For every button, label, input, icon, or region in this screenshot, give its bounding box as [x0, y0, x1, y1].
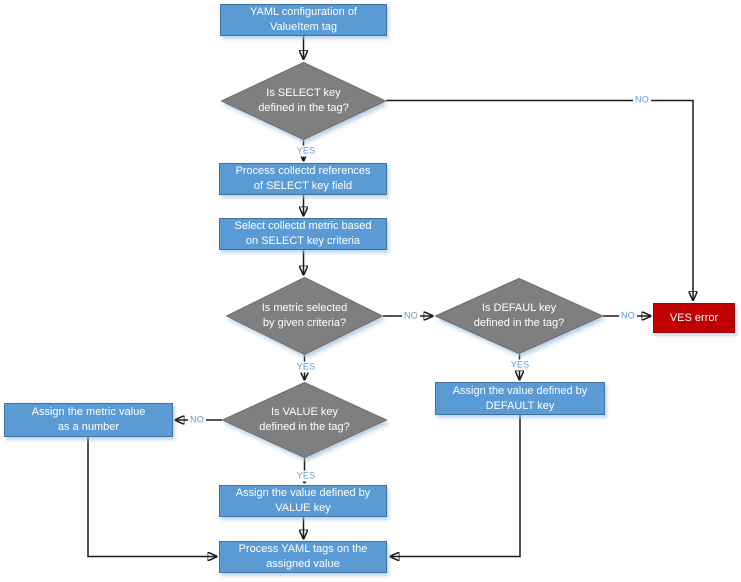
- edge-metric-number-to-process-tags: [87, 437, 217, 557]
- edge-label-value-no: NO: [188, 414, 206, 426]
- node-select-metric: Select collectd metric based on SELECT k…: [219, 218, 387, 250]
- edge-label-default-no: NO: [619, 310, 637, 322]
- edge-label-metric-yes: YES: [294, 361, 318, 373]
- node-assign-default: Assign the value defined by DEFAULT key: [435, 382, 605, 415]
- node-process-references: Process collectd references of SELECT ke…: [219, 163, 387, 195]
- diamond-shape-icon: [221, 62, 386, 140]
- node-assign-metric-number-label: Assign the metric value as a number: [31, 406, 146, 433]
- node-process-references-label: Process collectd references of SELECT ke…: [235, 165, 371, 192]
- node-process-yaml-tags: Process YAML tags on the assigned value: [219, 541, 387, 573]
- edge-label-metric-no: NO: [402, 310, 420, 322]
- edge-label-default-yes: YES: [508, 359, 532, 371]
- node-assign-metric-number: Assign the metric value as a number: [4, 403, 173, 437]
- diamond-shape-icon: [435, 278, 603, 354]
- node-assign-default-label: Assign the value defined by DEFAULT key: [452, 384, 588, 412]
- node-assign-value: Assign the value defined by VALUE key: [219, 485, 387, 517]
- node-yaml-config-label: YAML configuration of ValueItem tag: [249, 6, 357, 33]
- node-ves-error: VES error: [653, 303, 735, 333]
- decision-default-key: Is DEFAUL key defined in the tag?: [435, 278, 603, 354]
- edge-select-no-to-error: [386, 99, 693, 301]
- edge-label-select-yes: YES: [294, 145, 318, 157]
- diamond-shape-icon: [222, 382, 387, 458]
- node-yaml-config: YAML configuration of ValueItem tag: [220, 4, 387, 36]
- decision-metric-selected-label: Is metric selected by given criteria?: [261, 302, 348, 329]
- edge-label-select-no: NO: [633, 94, 651, 106]
- decision-default-key-label: Is DEFAUL key defined in the tag?: [473, 302, 565, 329]
- decision-select-key: Is SELECT key defined in the tag?: [221, 62, 386, 140]
- decision-select-key-label: Is SELECT key defined in the tag?: [258, 87, 349, 114]
- decision-metric-selected: Is metric selected by given criteria?: [226, 277, 383, 355]
- decision-value-key-label: Is VALUE key defined in the tag?: [259, 406, 350, 433]
- edge-assign-default-to-process-tags: [391, 415, 521, 557]
- diamond-shape-icon: [226, 277, 383, 355]
- edge-label-value-yes: YES: [294, 470, 318, 482]
- node-process-yaml-tags-label: Process YAML tags on the assigned value: [238, 543, 368, 570]
- node-ves-error-label: VES error: [669, 311, 719, 324]
- node-assign-value-label: Assign the value defined by VALUE key: [235, 487, 371, 514]
- decision-value-key: Is VALUE key defined in the tag?: [222, 382, 387, 458]
- node-select-metric-label: Select collectd metric based on SELECT k…: [234, 220, 372, 247]
